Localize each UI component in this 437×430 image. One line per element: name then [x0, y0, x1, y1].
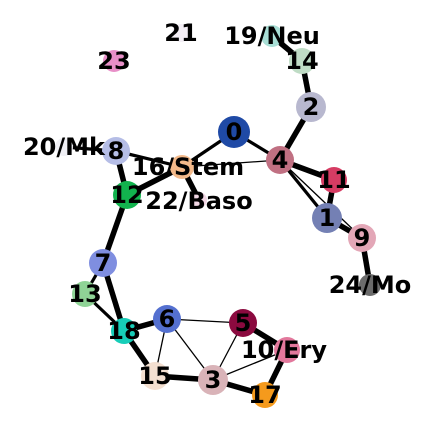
node-label-13: 13: [68, 280, 101, 308]
node-14[interactable]: [289, 48, 315, 74]
node-16[interactable]: [170, 155, 194, 179]
node-label-3: 3: [205, 366, 222, 394]
node-24[interactable]: [359, 274, 381, 296]
node-label-4: 4: [272, 146, 289, 174]
node-label-1: 1: [319, 204, 336, 232]
node-19[interactable]: [261, 25, 283, 47]
node-22[interactable]: [191, 192, 207, 208]
node-label-9: 9: [354, 224, 371, 252]
node-10[interactable]: [274, 337, 300, 363]
node-label-19: 19/Neu: [224, 22, 320, 50]
node-12[interactable]: [113, 181, 141, 209]
node-label-20: 20/Mk: [23, 133, 106, 161]
node-8[interactable]: [102, 137, 130, 165]
label-layer: 012345678910/Ery111213141516/Stem171819/…: [23, 19, 411, 409]
node-label-7: 7: [95, 249, 112, 277]
node-7[interactable]: [89, 249, 117, 277]
node-13[interactable]: [72, 281, 98, 307]
node-6[interactable]: [153, 305, 181, 333]
node-4[interactable]: [266, 146, 294, 174]
node-15[interactable]: [141, 362, 169, 390]
node-label-5: 5: [235, 309, 252, 337]
node-label-11: 11: [317, 166, 350, 194]
edge-16-4: [181, 159, 281, 168]
node-label-16: 16/Stem: [132, 153, 244, 181]
node-11[interactable]: [321, 167, 347, 193]
node-0[interactable]: [218, 116, 250, 148]
node-label-8: 8: [108, 137, 125, 165]
node-label-23: 23: [97, 47, 130, 75]
node-label-0: 0: [226, 118, 243, 146]
node-label-17: 17: [248, 381, 281, 409]
node-label-18: 18: [107, 317, 140, 345]
node-23[interactable]: [103, 50, 125, 72]
node-9[interactable]: [348, 224, 376, 252]
node-label-2: 2: [303, 93, 320, 121]
node-label-10: 10/Ery: [241, 336, 327, 364]
node-18[interactable]: [111, 318, 137, 344]
node-label-15: 15: [138, 362, 171, 390]
node-5[interactable]: [229, 309, 257, 337]
node-2[interactable]: [296, 92, 326, 122]
node-label-22: 22/Baso: [145, 187, 252, 215]
node-label-12: 12: [110, 181, 143, 209]
node-20[interactable]: [55, 138, 73, 156]
node-layer: [55, 24, 381, 408]
node-21[interactable]: [172, 24, 190, 42]
node-3[interactable]: [198, 365, 228, 395]
node-label-24: 24/Mo: [329, 271, 412, 299]
node-label-6: 6: [159, 305, 176, 333]
edge-4-9: [279, 159, 363, 239]
node-17[interactable]: [252, 382, 278, 408]
node-1[interactable]: [312, 203, 342, 233]
node-label-21: 21: [164, 19, 197, 47]
node-label-14: 14: [285, 47, 318, 75]
